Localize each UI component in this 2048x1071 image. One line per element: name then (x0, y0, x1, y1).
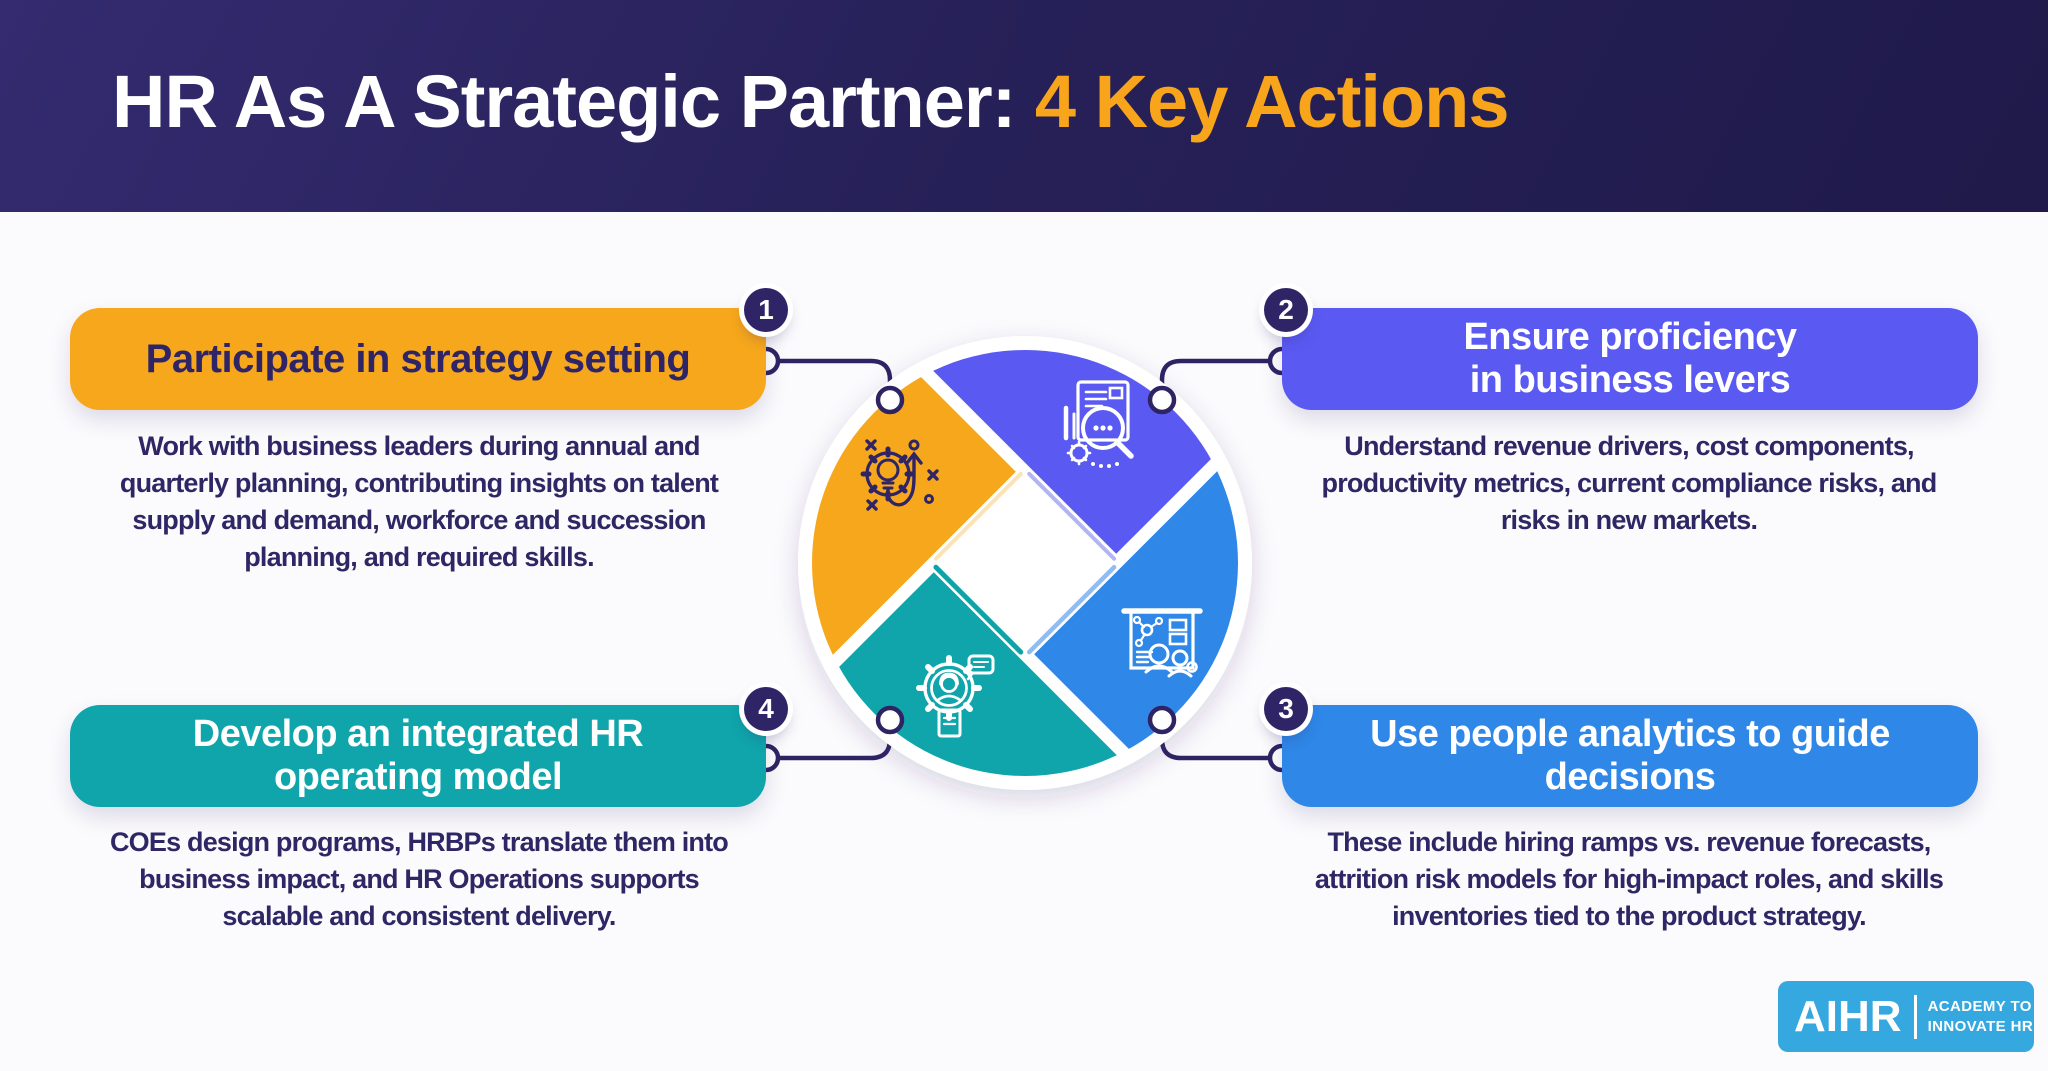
page-title: HR As A Strategic Partner: 4 Key Actions (112, 59, 1510, 144)
diagram-segments (812, 350, 1238, 776)
header-banner: HR As A Strategic Partner: 4 Key Actions (0, 0, 2048, 212)
segment-strategy (812, 350, 1016, 740)
description-line: planning, and required skills. (244, 542, 594, 572)
connector-dot-circle-3 (1147, 705, 1177, 735)
description-line: COEs design programs, HRBPs translate th… (109, 827, 729, 857)
description-line: attrition risk models for high-impact ro… (1314, 864, 1944, 894)
action-title-line: Develop an integrated HR (192, 713, 644, 756)
connector-line-2 (1159, 358, 1282, 400)
description-line: risks in new markets. (1500, 505, 1758, 535)
action-card-people-analytics: Use people analytics to guide decisions (1282, 705, 1978, 807)
action-title: Participate in strategy setting (145, 336, 691, 381)
action-card-operating-model: Develop an integrated HR operating model (70, 705, 766, 807)
action-description-people-analytics: These include hiring ramps vs. revenue f… (1259, 824, 1999, 935)
action-title-line: in business levers (1469, 359, 1791, 401)
analytics-board-people-icon (1121, 608, 1203, 678)
action-title-line: Ensure proficiency (1463, 316, 1797, 359)
action-title-line: decisions (1544, 756, 1716, 798)
description-line: Understand revenue drivers, cost compone… (1344, 431, 1914, 461)
diamond-accent-lines (933, 471, 1117, 655)
segment-people-analytics (1034, 386, 1238, 776)
step-badge-1: 1 (744, 288, 788, 332)
aihr-logo: AIHR ACADEMY TO INNOVATE HR (1778, 981, 2034, 1052)
connector-line-1 (766, 358, 893, 400)
logo-divider (1913, 994, 1917, 1039)
step-badge-2: 2 (1264, 288, 1308, 332)
aihr-logo-tagline: ACADEMY TO INNOVATE HR (1928, 997, 2034, 1036)
description-line: inventories tied to the product strategy… (1392, 901, 1867, 931)
page-title-main: HR As A Strategic Partner: (112, 59, 1016, 143)
segment-operating-model (812, 572, 1202, 776)
action-description-operating-model: COEs design programs, HRBPs translate th… (49, 824, 789, 935)
gear-person-operations-icon (916, 654, 995, 738)
connector-dot-circle-4 (875, 705, 905, 735)
action-description-business-levers: Understand revenue drivers, cost compone… (1259, 428, 1999, 539)
action-description-strategy: Work with business leaders during annual… (49, 428, 789, 576)
connector-dot-circle-1 (875, 385, 905, 415)
aihr-logo-wordmark: AIHR (1794, 991, 1902, 1041)
document-magnifier-analysis-icon (1063, 380, 1134, 468)
page-title-accent: 4 Key Actions (1015, 59, 1510, 143)
description-line: These include hiring ramps vs. revenue f… (1327, 827, 1931, 857)
connector-dot-circle-2 (1147, 385, 1177, 415)
description-line: productivity metrics, current compliance… (1321, 468, 1938, 498)
description-line: quarterly planning, contributing insight… (119, 468, 719, 498)
description-line: Work with business leaders during annual… (138, 431, 700, 461)
step-badge-3: 3 (1264, 687, 1308, 731)
action-title-line: operating model (273, 756, 563, 798)
gear-lightbulb-strategy-icon (860, 439, 939, 511)
action-card-business-levers: Ensure proficiency in business levers (1282, 308, 1978, 410)
tagline-line: INNOVATE HR (1927, 1017, 2034, 1035)
action-card-strategy: Participate in strategy setting (70, 308, 766, 410)
segment-business-levers (848, 350, 1238, 554)
description-line: supply and demand, workforce and success… (132, 505, 706, 535)
action-title-line: Use people analytics to guide (1370, 713, 1890, 756)
tagline-line: ACADEMY TO (1927, 998, 2032, 1015)
step-badge-4: 4 (744, 687, 788, 731)
description-line: business impact, and HR Operations suppo… (139, 864, 700, 894)
description-line: scalable and consistent delivery. (222, 901, 616, 931)
